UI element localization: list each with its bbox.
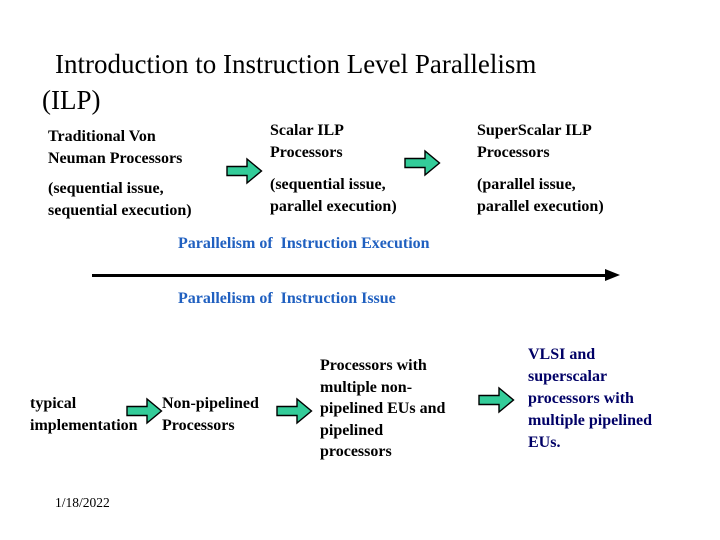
stage-scalar-ilp-detail: (sequential issue, parallel execution)	[270, 176, 397, 215]
slide-title-line1: Introduction to Instruction Level Parall…	[55, 49, 537, 79]
axis-label-instruction-execution: Parallelism of Instruction Execution	[178, 235, 430, 252]
block-arrow-right-icon	[478, 386, 515, 414]
timeline-arrow-shaft	[92, 273, 605, 277]
stage-traditional-von-neuman-name: Traditional Von Neuman Processors	[48, 128, 183, 167]
impl-stage-multiple-eus: Processors with multiple non- pipelined …	[320, 357, 446, 460]
stage-superscalar-ilp-detail: (parallel issue, parallel execution)	[477, 176, 604, 215]
stage-superscalar-ilp-name: SuperScalar ILP Processors	[477, 122, 592, 161]
block-arrow-right-icon	[404, 149, 441, 177]
block-arrow-right-icon	[126, 397, 163, 425]
impl-stage-non-pipelined: Non-pipelined Processors	[162, 395, 259, 434]
timeline-arrow-icon	[92, 267, 620, 283]
stage-traditional-von-neuman-detail: (sequential issue, sequential execution)	[48, 180, 192, 219]
block-arrow-right-icon	[276, 397, 313, 425]
axis-label-instruction-issue: Parallelism of Instruction Issue	[178, 290, 396, 307]
slide-title-line2: (ILP)	[42, 85, 101, 115]
stage-scalar-ilp-name: Scalar ILP Processors	[270, 122, 344, 161]
block-arrow-right-icon	[226, 157, 263, 185]
timeline-arrow-head	[605, 269, 620, 281]
impl-stage-vlsi-superscalar: VLSI and superscalar processors with mul…	[528, 346, 653, 451]
slide-date: 1/18/2022	[55, 495, 110, 510]
label-typical-implementation: typical implementation	[30, 395, 138, 434]
